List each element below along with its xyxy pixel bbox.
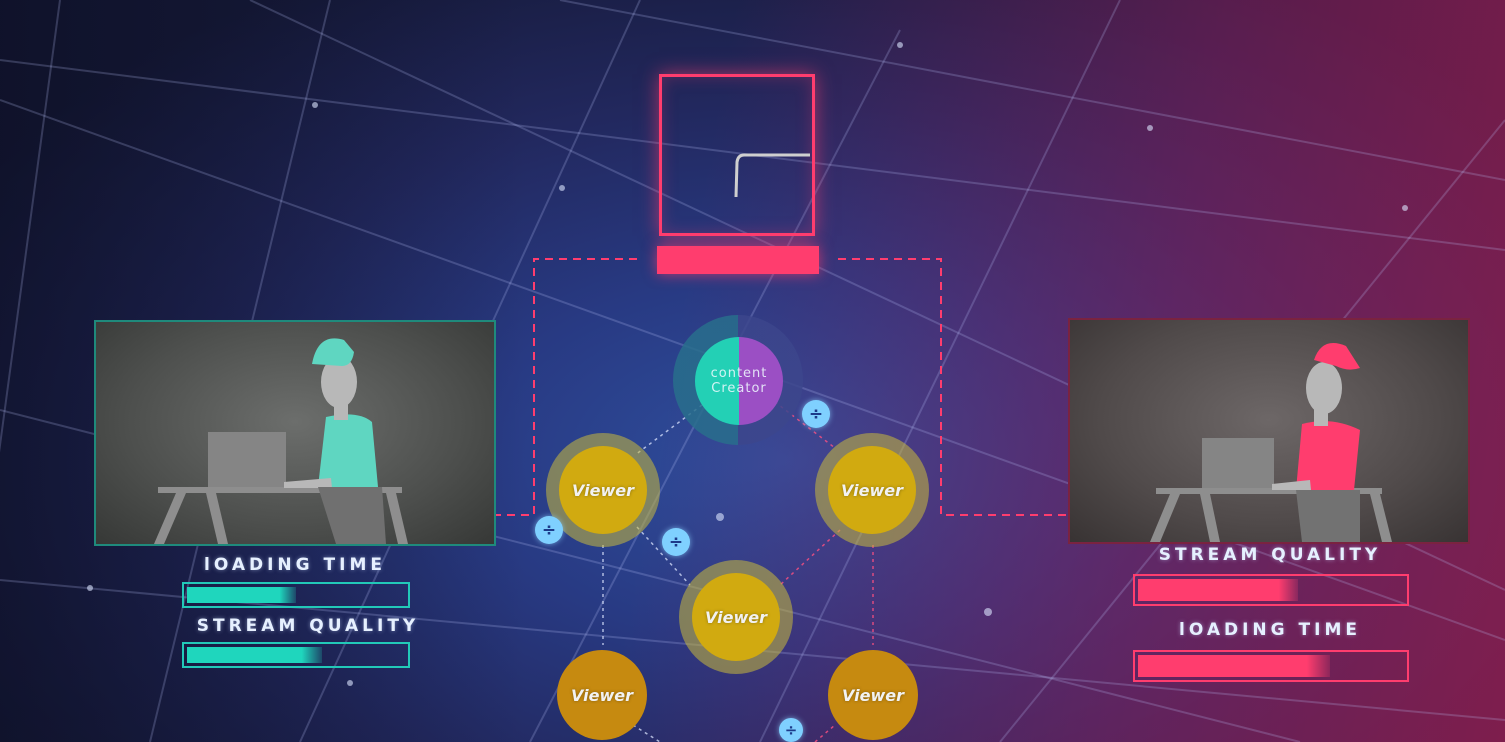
right-loading-fill [1138, 655, 1330, 677]
right-quality-bar [1133, 574, 1409, 606]
viewer-label: Viewer [842, 685, 904, 705]
left-quality-label: STREAM QUALITY [196, 616, 420, 636]
viewer-label: Viewer [705, 607, 767, 627]
left-quality-bar [182, 642, 410, 668]
viewer-label: Viewer [571, 685, 633, 705]
left-quality-fill [187, 647, 323, 663]
right-quality-label: STREAM QUALITY [1158, 545, 1382, 565]
viewer-label: Viewer [572, 480, 634, 500]
viewer-core: Viewer [559, 446, 647, 534]
viewer-label: Viewer [841, 480, 903, 500]
server-bar [657, 246, 819, 274]
viewer-node: Viewer [815, 433, 929, 547]
left-loading-fill [187, 587, 296, 603]
content-creator-node: content Creator [695, 337, 783, 425]
connection-icon: ÷ [802, 400, 830, 428]
viewer-node: Viewer [557, 650, 647, 740]
viewer-node: Viewer [828, 650, 918, 740]
server-icon [734, 153, 810, 198]
connection-icon: ÷ [535, 516, 563, 544]
left-loading-bar [182, 582, 410, 608]
right-loading-bar [1133, 650, 1409, 682]
connection-icon: ÷ [662, 528, 690, 556]
person-at-desk-icon [1150, 343, 1392, 542]
person-at-desk-icon [154, 338, 408, 544]
connection-icon: ÷ [779, 718, 803, 742]
viewer-node: Viewer [679, 560, 793, 674]
content-creator-line1: content [710, 366, 768, 381]
right-quality-fill [1138, 579, 1298, 601]
left-streamer-panel [94, 320, 496, 546]
viewer-core: Viewer [828, 446, 916, 534]
viewer-core: Viewer [692, 573, 780, 661]
content-creator-line2: Creator [711, 381, 767, 396]
server-box [659, 74, 815, 236]
left-loading-label: lOADING TIME [204, 555, 386, 575]
right-loading-label: lOADING TIME [1179, 620, 1361, 640]
viewer-node: Viewer [546, 433, 660, 547]
right-streamer-panel [1068, 318, 1470, 544]
